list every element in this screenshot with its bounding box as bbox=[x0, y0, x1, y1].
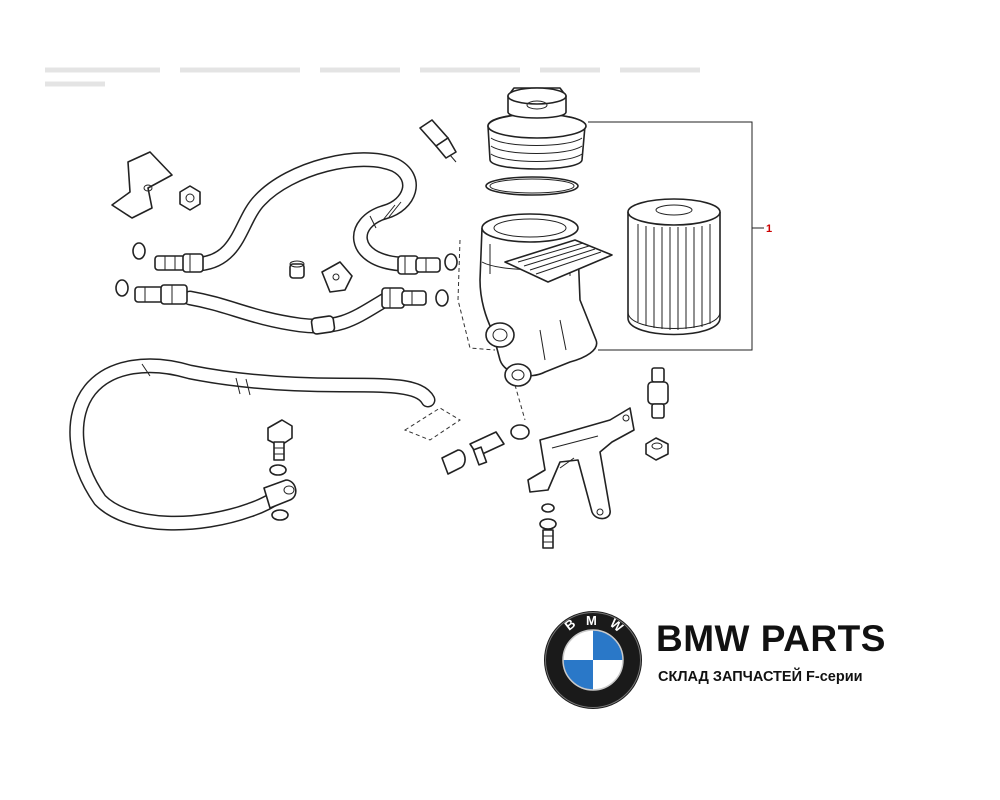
oil-pressure-sensor bbox=[419, 119, 457, 163]
roundel-letter-m: M bbox=[586, 613, 597, 628]
mounting-bolt bbox=[539, 503, 557, 549]
sealing-washer bbox=[269, 464, 287, 476]
callout-label-1: 1 bbox=[766, 223, 772, 235]
brand-subtitle: СКЛАД ЗАПЧАСТЕЙ F-серии bbox=[658, 669, 863, 685]
hose-connector bbox=[441, 449, 466, 475]
lower-oil-cooler-hose bbox=[134, 284, 427, 335]
oil-filter-element bbox=[627, 198, 721, 336]
sealing-washer bbox=[271, 509, 289, 521]
seal-ring bbox=[115, 279, 129, 297]
rubber-mount bbox=[647, 367, 669, 419]
mounting-bracket bbox=[527, 407, 635, 520]
seal-ring bbox=[435, 289, 449, 307]
seal-ring bbox=[132, 242, 146, 260]
adapter-fitting bbox=[469, 431, 505, 466]
oil-return-hose bbox=[69, 358, 436, 531]
bmw-roundel-logo: B M W bbox=[544, 611, 642, 709]
banjo-bolt bbox=[267, 419, 293, 461]
hex-nut bbox=[645, 437, 669, 461]
oil-filter-housing bbox=[457, 87, 613, 421]
seal-ring bbox=[444, 253, 458, 271]
sleeve-bolt bbox=[289, 260, 305, 279]
callout-bracket bbox=[588, 121, 764, 351]
hex-nut bbox=[179, 185, 201, 211]
filter-cap bbox=[487, 87, 587, 170]
hose-clamp-bracket bbox=[111, 151, 173, 219]
upper-oil-cooler-hose bbox=[154, 152, 441, 275]
faded-header-marks bbox=[45, 67, 700, 87]
brand-title: BMW PARTS bbox=[656, 618, 886, 659]
mounting-clip bbox=[321, 261, 353, 293]
filter-housing-body bbox=[479, 213, 613, 387]
sealing-washer bbox=[510, 424, 530, 440]
cap-o-ring bbox=[485, 176, 579, 196]
